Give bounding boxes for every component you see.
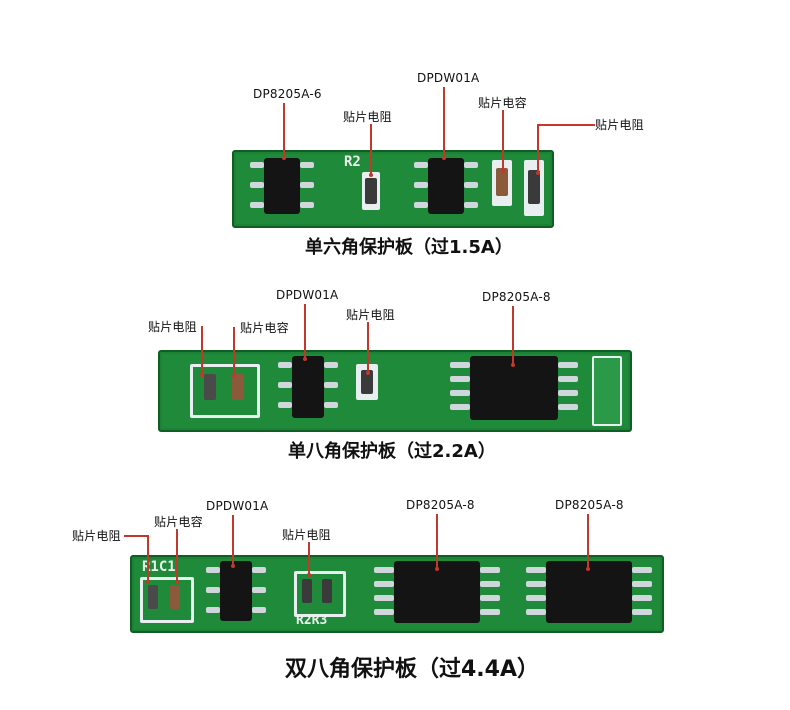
smd-resistor-body [365, 178, 377, 204]
leader-dot [175, 580, 179, 584]
callout-res1: 贴片电阻 [343, 110, 392, 124]
leader-line [537, 124, 539, 174]
callout-chip3: DP8205A-8 [555, 498, 624, 512]
silkscreen-text: R1C1 [142, 559, 176, 575]
silkscreen-text: R2R3 [296, 613, 328, 628]
board-edge-pad [592, 356, 622, 426]
smd-resistor-pair [294, 571, 346, 617]
chip-dpdw01a [220, 561, 252, 621]
smd-capacitor-body [496, 168, 508, 196]
smd-capacitor-body [232, 374, 244, 400]
leader-line [124, 535, 148, 537]
leader-dot [200, 373, 204, 377]
leader-line [147, 535, 149, 583]
caption-board-2: 单八角保护板（过2.2A） [288, 441, 496, 462]
smd-resistor-body [148, 585, 158, 609]
caption-board-1: 单六角保护板（过1.5A） [305, 237, 513, 258]
board-2-pcb [158, 350, 632, 432]
leader-line [308, 542, 310, 576]
silkscreen-text: R2 [344, 154, 361, 170]
smd-resistor-body [302, 579, 312, 603]
chip-dp8205a-8 [394, 561, 480, 623]
leader-dot [435, 567, 439, 571]
leader-line [443, 87, 445, 159]
leader-dot [369, 173, 373, 177]
callout-cap1: 贴片电容 [154, 515, 203, 529]
leader-line [587, 514, 589, 570]
callout-chip1: DP8205A-6 [253, 87, 322, 101]
callout-res2: 贴片电阻 [282, 528, 331, 542]
callout-chip2: DPDW01A [417, 71, 480, 85]
smd-resistor-body [361, 370, 373, 394]
leader-line [436, 514, 438, 570]
leader-line [201, 326, 203, 376]
callout-chip1: DPDW01A [206, 499, 269, 513]
leader-dot [303, 357, 307, 361]
callout-cap1: 贴片电容 [478, 96, 527, 110]
leader-line [233, 327, 235, 377]
callout-cap1: 贴片电容 [240, 321, 289, 335]
callout-chip2: DP8205A-8 [482, 290, 551, 304]
leader-line [512, 306, 514, 366]
leader-dot [366, 371, 370, 375]
chip-dpdw01a [292, 356, 324, 418]
leader-dot [231, 564, 235, 568]
leader-dot [586, 567, 590, 571]
callout-chip1: DPDW01A [276, 288, 339, 302]
leader-line [304, 304, 306, 360]
leader-line [367, 322, 369, 374]
leader-line [370, 124, 372, 176]
smd-capacitor-body [170, 585, 180, 609]
leader-dot [536, 171, 540, 175]
board-3-pcb: R1C1 R2R3 [130, 555, 664, 633]
smd-resistor-body [528, 170, 540, 204]
chip-dpdw01a [428, 158, 464, 214]
callout-res1: 贴片电阻 [72, 529, 121, 543]
resistor-cap-pad-frame [140, 577, 194, 623]
callout-res2: 贴片电阻 [346, 308, 395, 322]
leader-dot [307, 573, 311, 577]
leader-dot [282, 156, 286, 160]
leader-line [232, 515, 234, 567]
chip-dp8205a-8 [546, 561, 632, 623]
leader-dot [146, 580, 150, 584]
leader-line [537, 124, 595, 126]
leader-line [176, 529, 178, 583]
resistor-cap-pad-frame [190, 364, 260, 418]
caption-board-3: 双八角保护板（过4.4A） [285, 657, 539, 682]
leader-dot [442, 156, 446, 160]
callout-chip2: DP8205A-8 [406, 498, 475, 512]
chip-dp8205a-6 [264, 158, 300, 214]
board-1-pcb: R2 [232, 150, 554, 228]
leader-line [283, 103, 285, 159]
leader-line [502, 110, 504, 172]
leader-dot [501, 169, 505, 173]
callout-res1: 贴片电阻 [148, 320, 197, 334]
leader-dot [232, 374, 236, 378]
leader-dot [511, 363, 515, 367]
callout-res2: 贴片电阻 [595, 118, 644, 132]
smd-resistor-body [322, 579, 332, 603]
smd-resistor-body [204, 374, 216, 400]
